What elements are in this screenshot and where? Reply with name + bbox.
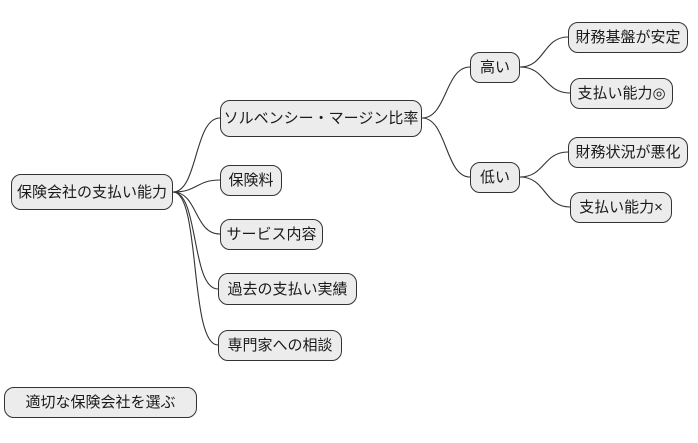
edge-root-service	[172, 191, 221, 235]
node-low: 低い	[470, 162, 520, 193]
node-solvency-margin-ratio: ソルベンシー・マージン比率	[220, 100, 422, 137]
node-payment-history: 過去の支払い実績	[218, 273, 357, 305]
node-root: 保険会社の支払い能力	[11, 174, 173, 210]
node-high: 高い	[470, 52, 520, 83]
edge-root-solvency	[172, 117, 221, 193]
edge-root-premium	[172, 179, 221, 193]
edge-high-ability-good	[519, 66, 571, 94]
node-payment-ability-good: 支払い能力◎	[570, 78, 673, 109]
node-premium: 保険料	[220, 165, 282, 196]
edge-solvency-low	[421, 117, 471, 178]
edge-solvency-high	[421, 66, 471, 119]
node-service: サービス内容	[220, 219, 323, 250]
node-expert-consultation: 専門家への相談	[218, 330, 342, 361]
edge-low-ability-bad	[519, 176, 571, 208]
edge-root-history	[172, 191, 219, 290]
edge-high-stable	[519, 36, 569, 68]
node-financial-base-stable: 財務基盤が安定	[568, 22, 688, 53]
node-financial-state-worse: 財務状況が悪化	[568, 137, 688, 168]
edge-root-expert	[172, 191, 219, 346]
node-conclusion: 適切な保険会社を選ぶ	[4, 387, 197, 418]
edge-low-worse	[519, 151, 569, 178]
node-payment-ability-bad: 支払い能力×	[570, 192, 672, 223]
